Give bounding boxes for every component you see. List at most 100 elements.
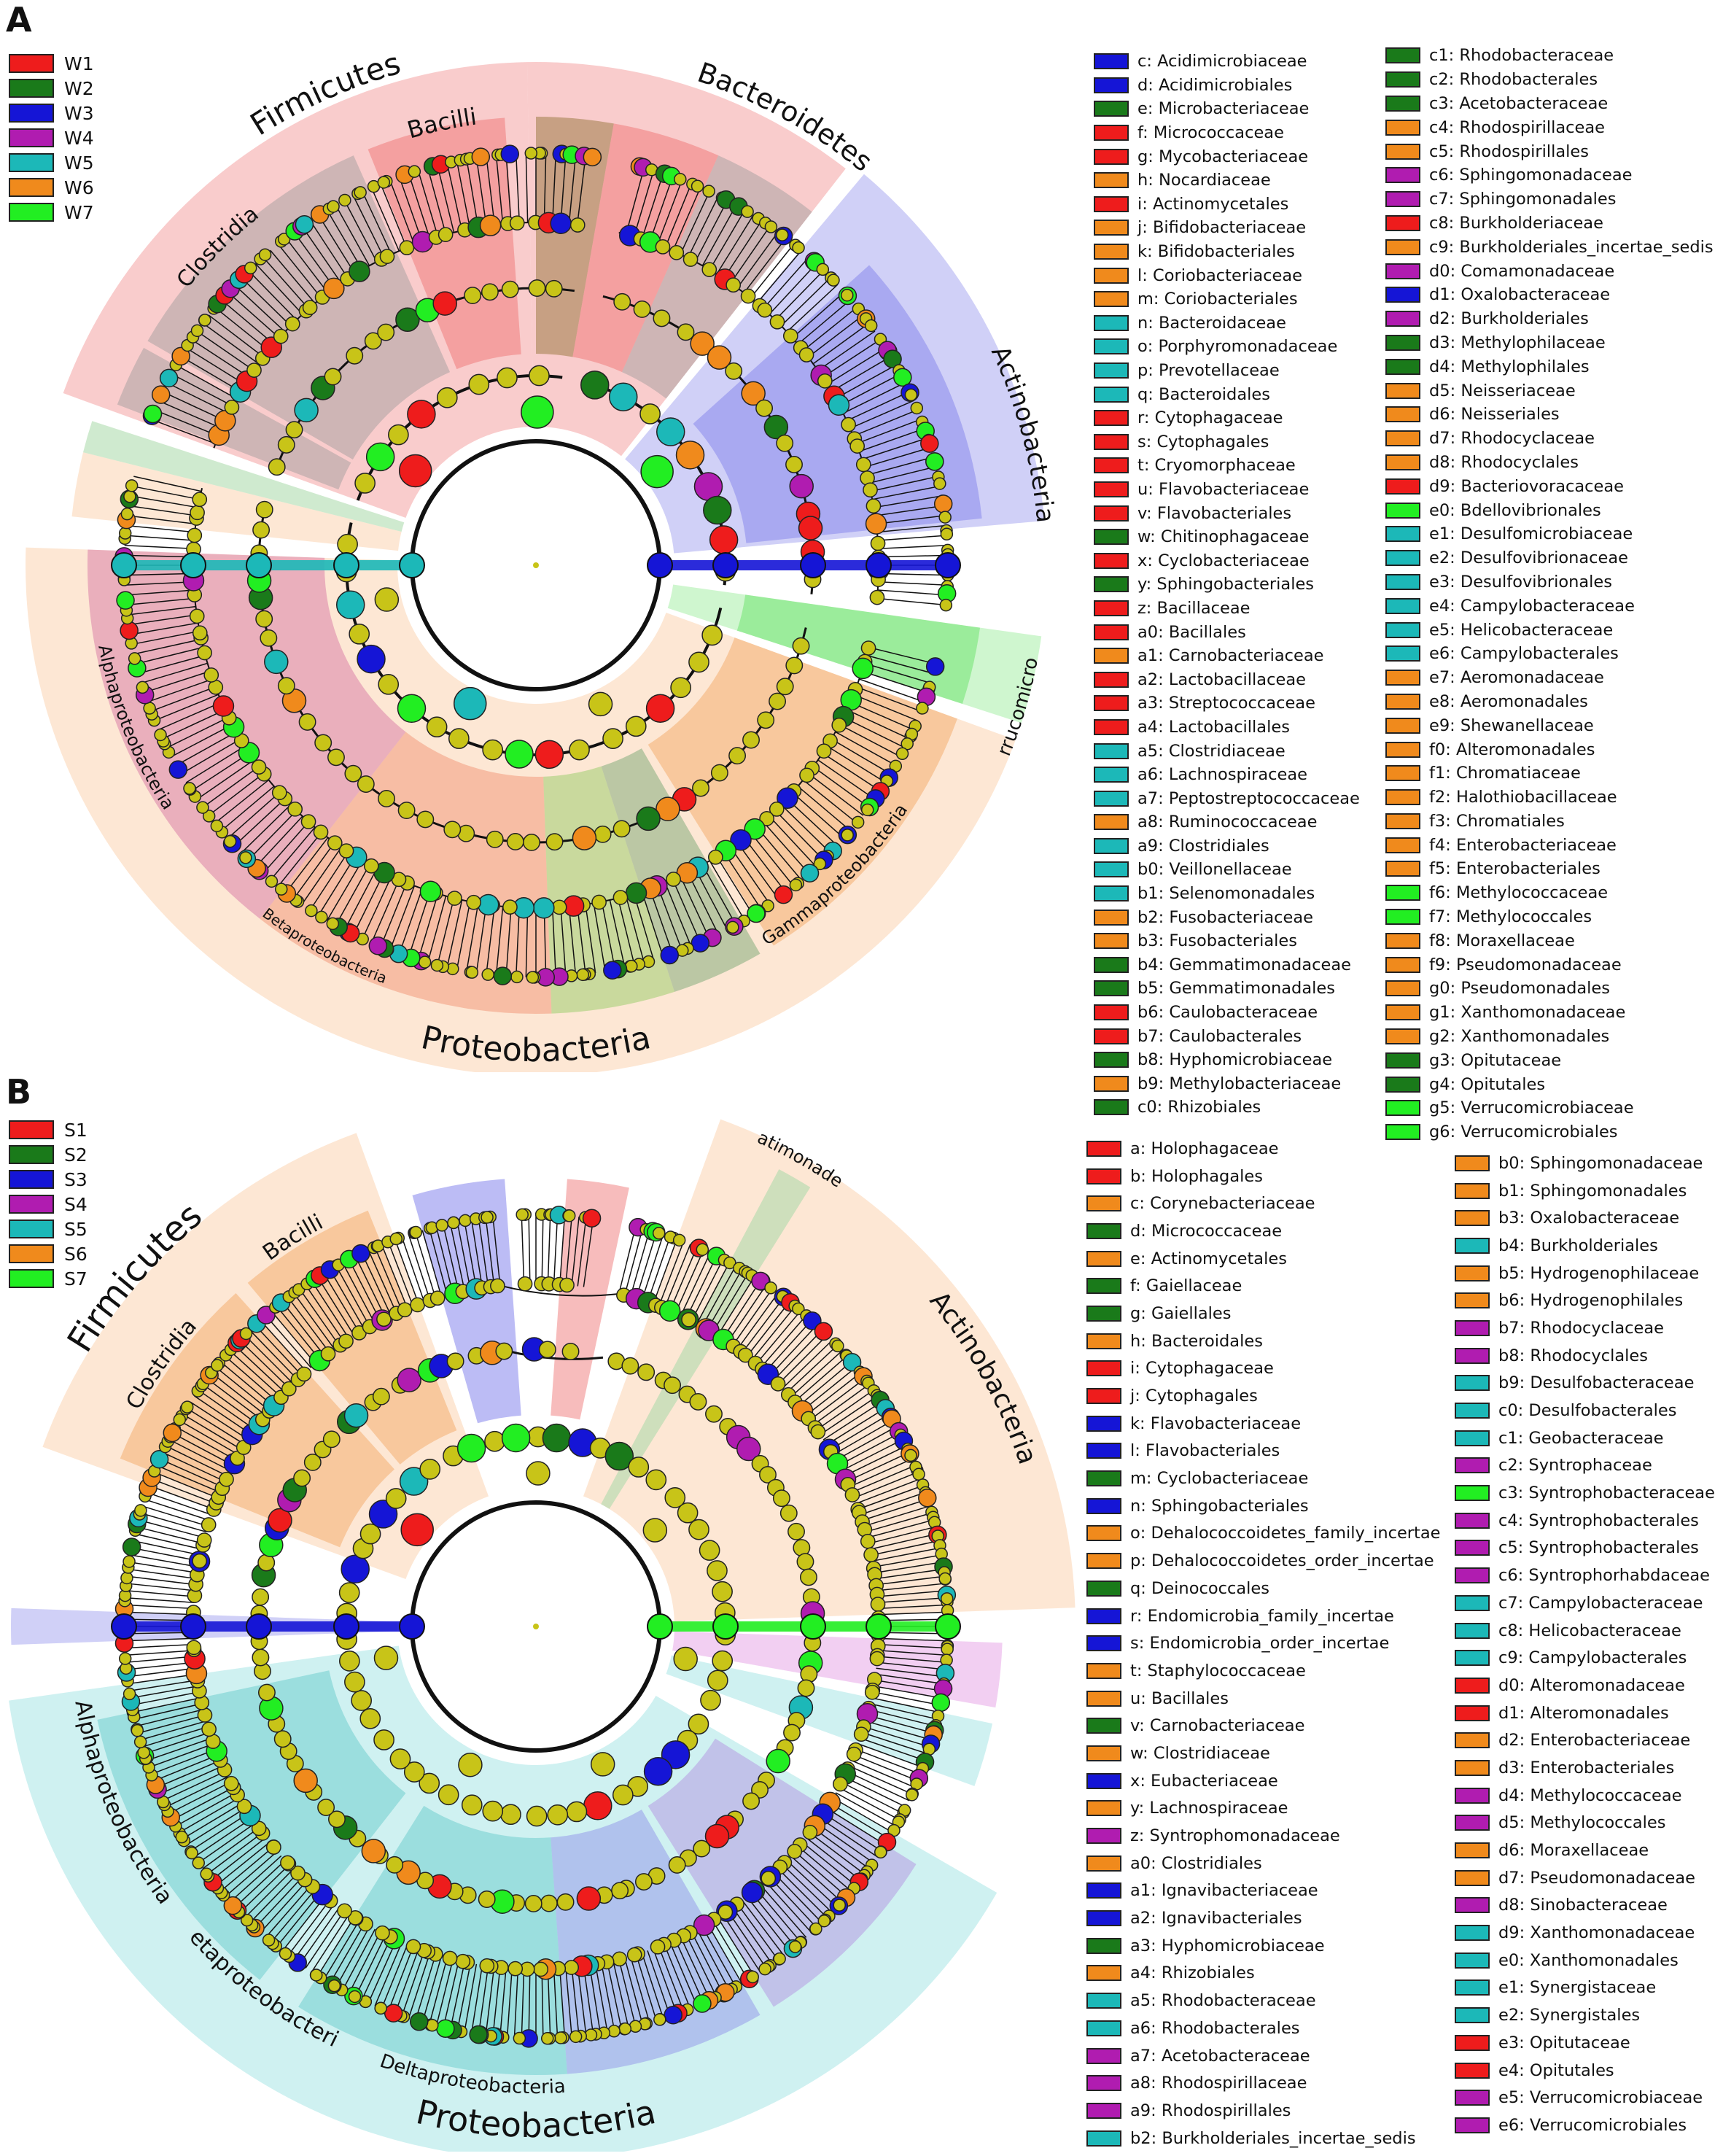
- taxon-key-swatch: [1455, 1650, 1490, 1667]
- taxon-key-swatch: [1455, 2007, 1490, 2024]
- legend-swatch: [9, 178, 54, 197]
- taxon-key-swatch: [1094, 125, 1129, 141]
- leaf-branch: [129, 622, 198, 635]
- taxon-node: [723, 1256, 736, 1270]
- taxon-key-swatch: [1094, 1028, 1129, 1044]
- taxon-key-label: j: Bifidobacteriaceae: [1137, 218, 1307, 238]
- leaf-branch: [318, 214, 356, 275]
- taxon-key-label: d6: Moraxellaceae: [1498, 1841, 1649, 1861]
- taxon-node: [310, 1969, 323, 1982]
- taxon-node: [419, 880, 442, 902]
- taxon-key-row: b6: Hydrogenophilales: [1455, 1287, 1715, 1314]
- leaf-branch: [427, 896, 447, 963]
- taxon-node: [925, 657, 945, 676]
- leaf-branch: [877, 535, 947, 541]
- taxon-key-label: a1: Ignavibacteriaceae: [1130, 1881, 1318, 1901]
- enriched-node: [647, 552, 673, 578]
- taxon-key-row: b7: Rhodocyclaceae: [1455, 1314, 1715, 1342]
- leaf-branch: [794, 1355, 847, 1403]
- taxon-key-swatch: [1086, 1608, 1121, 1624]
- taxon-node: [386, 1856, 404, 1874]
- leaf-branch: [162, 1770, 226, 1802]
- leaf-branch: [151, 1748, 217, 1775]
- leaf-branch: [760, 1885, 807, 1938]
- leaf-branch: [180, 738, 241, 775]
- taxon-node: [933, 495, 953, 513]
- leaf-branch: [127, 605, 196, 616]
- taxon-key-swatch: [1385, 813, 1420, 829]
- leaf-branch: [878, 1637, 948, 1642]
- taxon-key-label: w: Clostridiaceae: [1130, 1743, 1270, 1763]
- taxon-key-swatch: [1094, 101, 1129, 117]
- leaf-branch: [505, 154, 512, 224]
- taxon-node: [486, 830, 504, 848]
- taxon-key-label: b6: Caulobacteraceae: [1137, 1003, 1318, 1023]
- taxon-node: [377, 176, 391, 189]
- taxon-key-label: e5: Helicobacteraceae: [1429, 620, 1614, 640]
- taxon-node: [133, 1735, 147, 1749]
- taxon-node: [726, 920, 739, 934]
- taxon-node: [576, 1886, 602, 1911]
- taxon-key-row: o: Dehalococcoidetes_family_incertae: [1086, 1520, 1441, 1548]
- taxon-node: [197, 645, 212, 661]
- taxon-node: [302, 300, 318, 315]
- leaf-branch: [456, 1963, 472, 2031]
- taxon-node: [594, 825, 612, 843]
- taxon-key-label: q: Deinococcales: [1130, 1578, 1269, 1598]
- taxon-node: [904, 388, 918, 402]
- taxon-key-label: u: Flavobacteriaceae: [1137, 479, 1310, 499]
- taxon-node: [327, 835, 343, 850]
- phylum-sector: [667, 584, 1042, 724]
- taxon-key-swatch: [1094, 933, 1129, 950]
- taxon-node: [933, 477, 946, 490]
- leaf-branch: [262, 256, 309, 309]
- leaf-branch: [241, 804, 292, 854]
- taxon-node: [201, 1517, 217, 1532]
- taxon-key-swatch: [1094, 267, 1129, 284]
- taxon-key-swatch: [1086, 1772, 1121, 1789]
- leaf-branch: [141, 1726, 209, 1748]
- leaf-branch: [875, 1568, 944, 1580]
- leaf-branch: [147, 678, 213, 703]
- taxon-key-swatch: [1094, 980, 1129, 997]
- leaf-branch: [234, 1345, 286, 1394]
- leaf-branch: [751, 1306, 796, 1361]
- taxon-key-swatch: [1086, 2130, 1121, 2147]
- leaf-branch: [144, 1732, 211, 1755]
- taxon-node: [939, 598, 953, 612]
- taxon-node: [529, 365, 550, 387]
- taxon-key-swatch: [1385, 717, 1420, 734]
- taxon-node: [787, 1522, 805, 1540]
- taxon-key-row: b7: Caulobacterales: [1094, 1024, 1360, 1048]
- legend-swatch: [9, 54, 54, 73]
- leaf-branch: [417, 170, 439, 237]
- taxon-key-label: f6: Methylococcaceae: [1429, 883, 1609, 903]
- leaf-branch: [873, 1554, 942, 1568]
- taxon-node: [348, 1990, 362, 2004]
- leaf-branch: [427, 167, 447, 235]
- taxon-node: [134, 1504, 147, 1517]
- taxon-node: [643, 1757, 673, 1786]
- taxon-node: [611, 1882, 629, 1900]
- taxon-key-label: f9: Pseudomonadaceae: [1429, 955, 1622, 974]
- taxon-key-swatch: [1086, 1443, 1121, 1459]
- leaf-branch: [742, 1899, 785, 1956]
- taxon-node: [764, 1281, 777, 1295]
- taxon-key-swatch: [1094, 529, 1129, 546]
- leaf-branch: [124, 1637, 194, 1642]
- taxon-node: [664, 1376, 682, 1395]
- leaf-branch: [794, 1850, 847, 1898]
- leaf-branch: [470, 1219, 483, 1288]
- taxon-key-row: d: Acidimicrobiales: [1094, 74, 1360, 98]
- taxon-key-label: n: Sphingobacteriales: [1130, 1496, 1309, 1516]
- taxon-key-swatch: [1455, 1265, 1490, 1281]
- taxon-key-swatch: [1455, 1732, 1490, 1749]
- taxon-node: [855, 457, 871, 473]
- leaf-branch: [742, 1297, 785, 1354]
- taxon-key-swatch: [1094, 624, 1129, 640]
- taxon-node: [626, 1947, 642, 1963]
- taxon-node: [696, 1243, 709, 1256]
- leaf-branch: [731, 1907, 773, 1965]
- leaf-branch: [437, 898, 455, 966]
- leaf-branch: [277, 244, 322, 299]
